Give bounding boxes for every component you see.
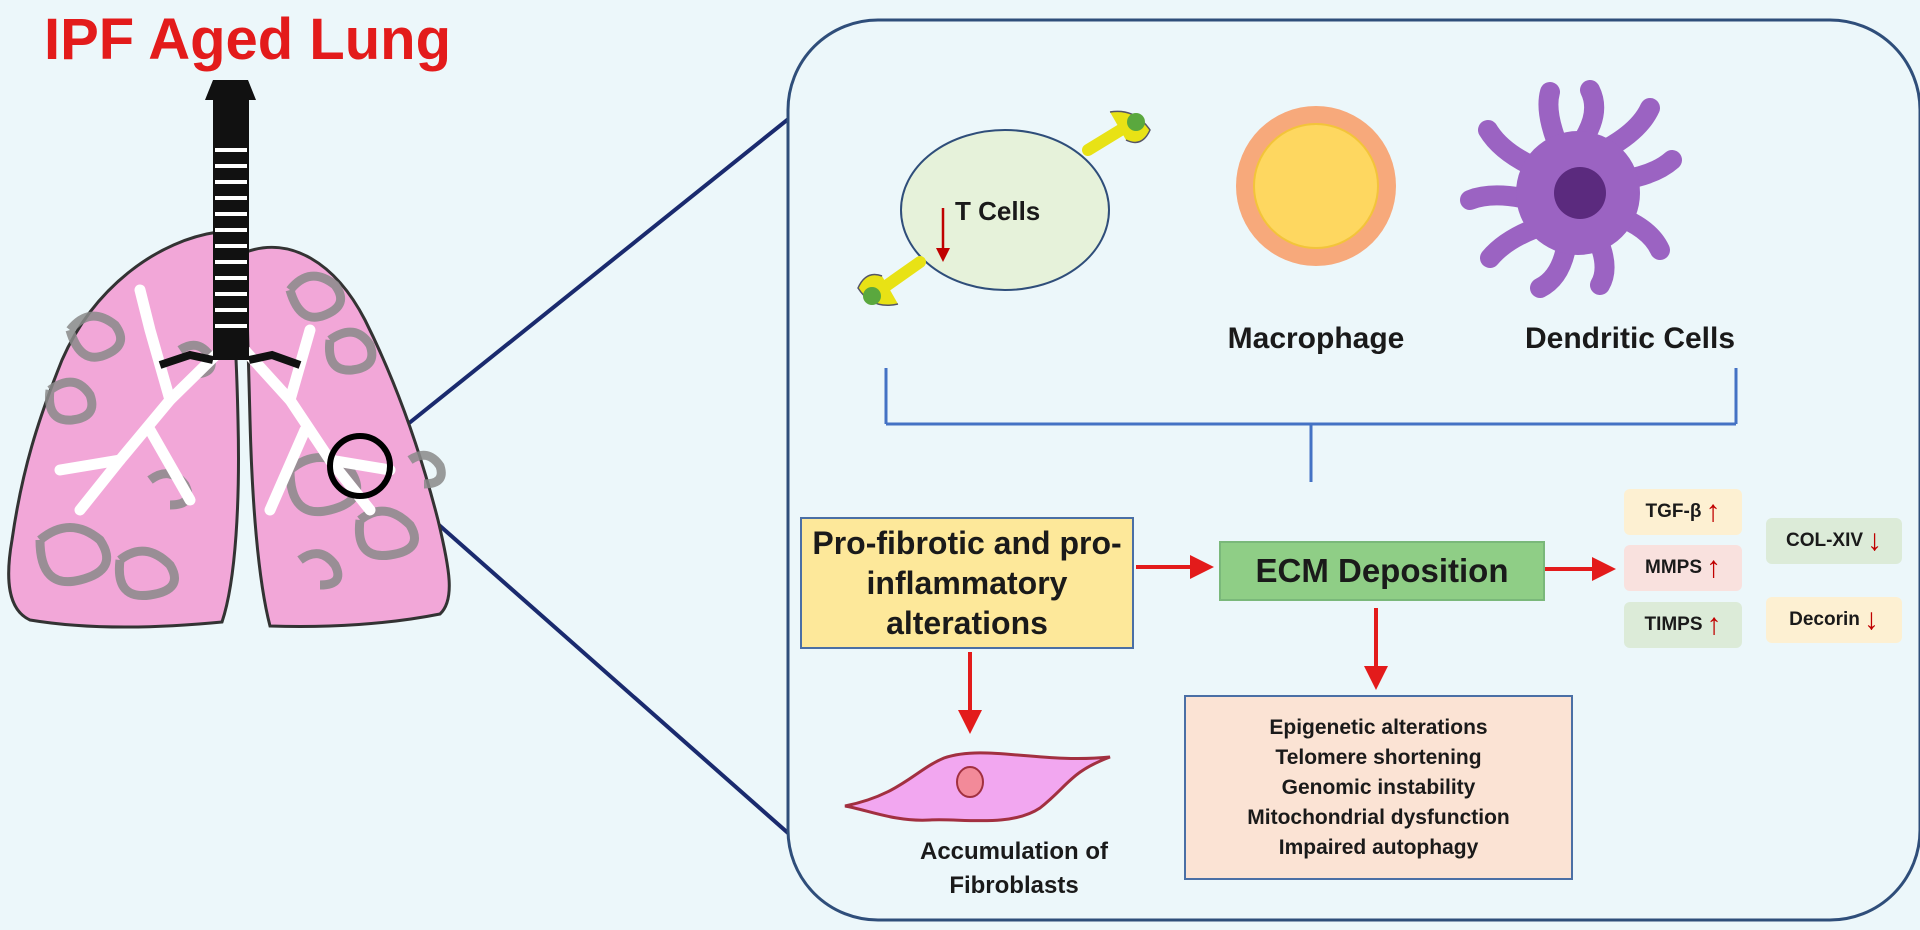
zoom-line-top xyxy=(386,98,814,442)
cells-connector xyxy=(884,368,1738,482)
zoom-circle xyxy=(327,433,393,499)
page-title: IPF Aged Lung xyxy=(44,7,452,72)
dendritic-cell-illustration xyxy=(1460,80,1682,298)
lungs-illustration xyxy=(7,80,451,629)
down-arrow-icon: ↓ xyxy=(1863,603,1879,636)
mechanism-item: Mitochondrial dysfunction xyxy=(1247,805,1510,829)
down-arrow-icon: ↓ xyxy=(1867,524,1883,557)
macrophage-label: Macrophage xyxy=(1227,322,1405,355)
up-arrow-icon: ↑ xyxy=(1706,551,1721,584)
mechanisms-box: Epigenetic alterations Telomere shorteni… xyxy=(1184,695,1573,880)
zoom-line-bottom xyxy=(386,478,807,850)
flow-arrows xyxy=(958,555,1616,734)
mechanism-item: Genomic instability xyxy=(1281,775,1476,799)
marker-decorin: Decorin↓ xyxy=(1766,597,1902,643)
macrophage-illustration xyxy=(1236,106,1396,266)
profibrotic-box: Pro-fibrotic and pro-inflammatory altera… xyxy=(800,517,1134,649)
t-cells-label: T Cells xyxy=(955,196,1041,226)
fibroblasts-label: Accumulation of Fibroblasts xyxy=(919,838,1108,899)
t-cell-illustration xyxy=(857,110,1151,306)
up-arrow-icon: ↑ xyxy=(1706,608,1722,641)
mechanism-item: Telomere shortening xyxy=(1275,745,1482,769)
up-arrow-icon: ↑ xyxy=(1705,495,1721,528)
dendritic-cells-label: Dendritic Cells xyxy=(1524,322,1736,355)
marker-tgf-beta: TGF-β↑ xyxy=(1624,489,1742,535)
fibroblast-illustration xyxy=(844,751,1111,823)
ecm-deposition-box: ECM Deposition xyxy=(1219,541,1545,601)
mechanism-item: Epigenetic alterations xyxy=(1269,715,1488,739)
marker-mmps: MMPS↑ xyxy=(1624,545,1742,591)
mechanism-item: Impaired autophagy xyxy=(1278,835,1479,859)
marker-timps: TIMPS↑ xyxy=(1624,602,1742,648)
marker-col-xiv: COL-XIV↓ xyxy=(1766,518,1902,564)
